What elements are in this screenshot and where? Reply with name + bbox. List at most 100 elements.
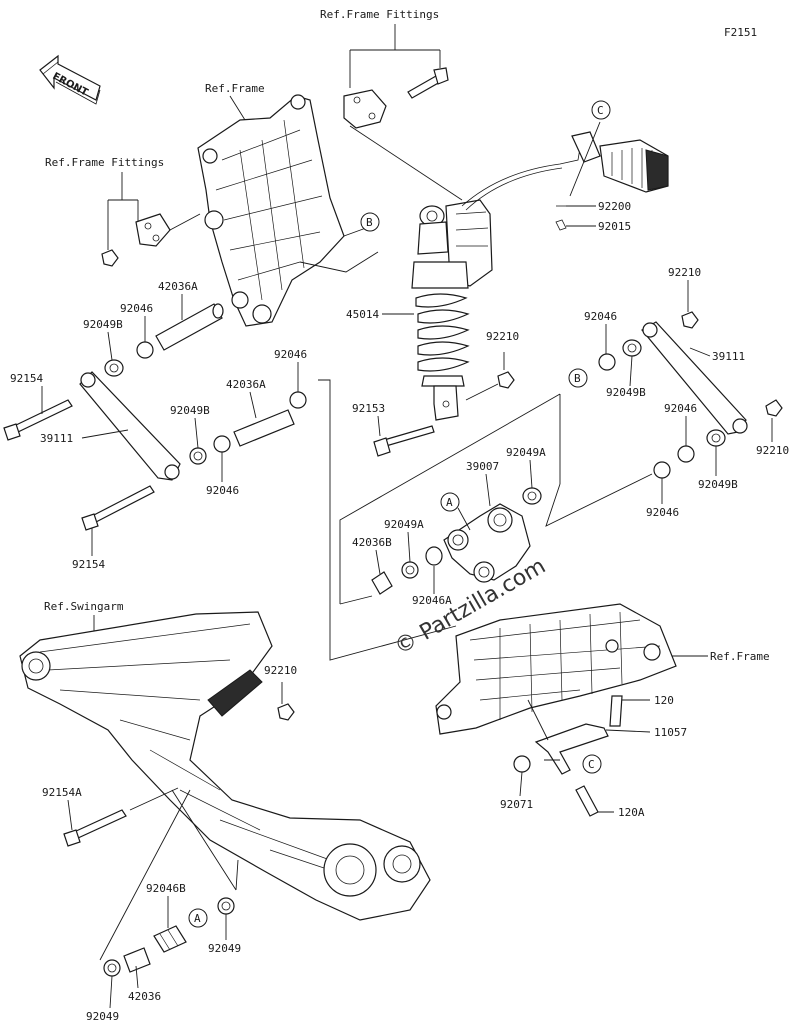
svg-text:C: C (597, 104, 604, 117)
part-39111-left: 39111 (40, 432, 73, 445)
shock-reservoir (461, 131, 669, 211)
part-92049b-farright: 92049B (698, 478, 738, 491)
bolt-92154-bottom (81, 485, 155, 531)
callout-b-top: B (360, 212, 380, 232)
frame-bracket (197, 94, 345, 327)
svg-text:A: A (446, 496, 453, 509)
part-92046-right3: 92046 (646, 506, 679, 519)
part-92049a-top: 92049A (506, 446, 546, 459)
part-39007: 39007 (466, 460, 499, 473)
bolt-92154a (63, 809, 127, 847)
part-92049b-left: 92049B (83, 318, 123, 331)
callout-c-top: C (591, 100, 611, 120)
part-92046-right2: 92046 (664, 402, 697, 415)
part-92154a: 92154A (42, 786, 82, 799)
bearing-92046-right3 (653, 461, 671, 479)
figure-id: F2151 (724, 26, 757, 39)
part-92046b: 92046B (146, 882, 186, 895)
part-45014: 45014 (346, 308, 379, 321)
nut-92210-swingarm (277, 703, 295, 721)
frame-lower-right (435, 603, 677, 735)
part-92154-top: 92154 (10, 372, 43, 385)
nut-92210-right (681, 311, 699, 329)
shock-nut-92015 (555, 219, 567, 231)
collar-42036a-top (155, 303, 223, 351)
seal-92049-lower (103, 959, 121, 977)
collar-42036a-mid (233, 409, 295, 447)
tie-rod-39111-left (79, 371, 181, 481)
callout-c-bottom: C (582, 754, 602, 774)
rear-shock-absorber (411, 199, 493, 421)
part-120: 120 (654, 694, 674, 707)
part-92046-right1: 92046 (584, 310, 617, 323)
part-42036: 42036 (128, 990, 161, 1003)
svg-text:B: B (574, 372, 581, 385)
part-92210-right: 92210 (668, 266, 701, 279)
part-11057: 11057 (654, 726, 687, 739)
ref-frame-right: Ref.Frame (710, 650, 770, 663)
part-120a: 120A (618, 806, 645, 819)
bearing-92046b (153, 925, 187, 953)
part-42036b: 42036B (352, 536, 392, 549)
seal-92049b-right (622, 339, 642, 357)
part-92046a: 92046A (412, 594, 452, 607)
part-92049-upper: 92049 (208, 942, 241, 955)
bearing-92046-left1 (136, 341, 154, 359)
front-arrow-icon: FRONT (39, 54, 101, 105)
seal-92049-upper (217, 897, 235, 915)
ref-swingarm: Ref.Swingarm (44, 600, 124, 613)
swingarm (19, 611, 431, 921)
frame-fitting-left (101, 213, 171, 267)
nut-92210-farright (765, 399, 783, 417)
collar-42036b (371, 571, 393, 595)
ref-frame-fittings-top: Ref.Frame Fittings (320, 8, 439, 21)
shock-bolt-92153 (373, 425, 435, 457)
bracket-11057 (534, 723, 609, 775)
svg-text:C: C (588, 758, 595, 771)
frame-fitting-top (343, 67, 449, 129)
part-42036a-top: 42036A (158, 280, 198, 293)
ref-frame-top: Ref.Frame (205, 82, 265, 95)
part-92154-bottom: 92154 (72, 558, 105, 571)
part-92046-left2: 92046 (274, 348, 307, 361)
part-92210-farright: 92210 (756, 444, 789, 457)
part-92049-lower: 92049 (86, 1010, 119, 1023)
part-92210-swingarm: 92210 (264, 664, 297, 677)
part-92049a-mid: 92049A (384, 518, 424, 531)
rocker-arm-39007 (443, 503, 531, 583)
ref-frame-fittings-left: Ref.Frame Fittings (45, 156, 164, 169)
collar-42036 (123, 947, 151, 973)
tie-rod-39111-right (641, 321, 747, 435)
callout-b-right: B (568, 368, 588, 388)
part-92210-center: 92210 (486, 330, 519, 343)
nut-92210-center (497, 371, 515, 389)
part-92153: 92153 (352, 402, 385, 415)
part-92049b-midleft: 92049B (170, 404, 210, 417)
part-92071: 92071 (500, 798, 533, 811)
svg-text:A: A (194, 912, 201, 925)
bolt-92154-top (3, 399, 73, 441)
bolt-120a (575, 785, 599, 817)
part-92200: 92200 (598, 200, 631, 213)
bearing-92046-left3 (289, 391, 307, 409)
part-92046-left1: 92046 (120, 302, 153, 315)
seal-92049b-midleft (189, 447, 207, 465)
svg-text:B: B (366, 216, 373, 229)
seal-92049a-mid (401, 561, 419, 579)
part-92046-left3: 92046 (206, 484, 239, 497)
part-39111-right: 39111 (712, 350, 745, 363)
part-92049b-right: 92049B (606, 386, 646, 399)
bolt-120 (609, 695, 623, 727)
collar-92071 (513, 755, 531, 773)
bearing-92046-left2 (213, 435, 231, 453)
seal-92049a-top (522, 487, 542, 505)
bearing-92046a (425, 546, 443, 566)
part-42036a-mid: 42036A (226, 378, 266, 391)
callout-a-mid: A (440, 492, 460, 512)
callout-a-bottom: A (188, 908, 208, 928)
seal-92049b-farright (706, 429, 726, 447)
bearing-92046-right2 (677, 445, 695, 463)
seal-92049b-left (104, 359, 124, 377)
bearing-92046-right1 (598, 353, 616, 371)
